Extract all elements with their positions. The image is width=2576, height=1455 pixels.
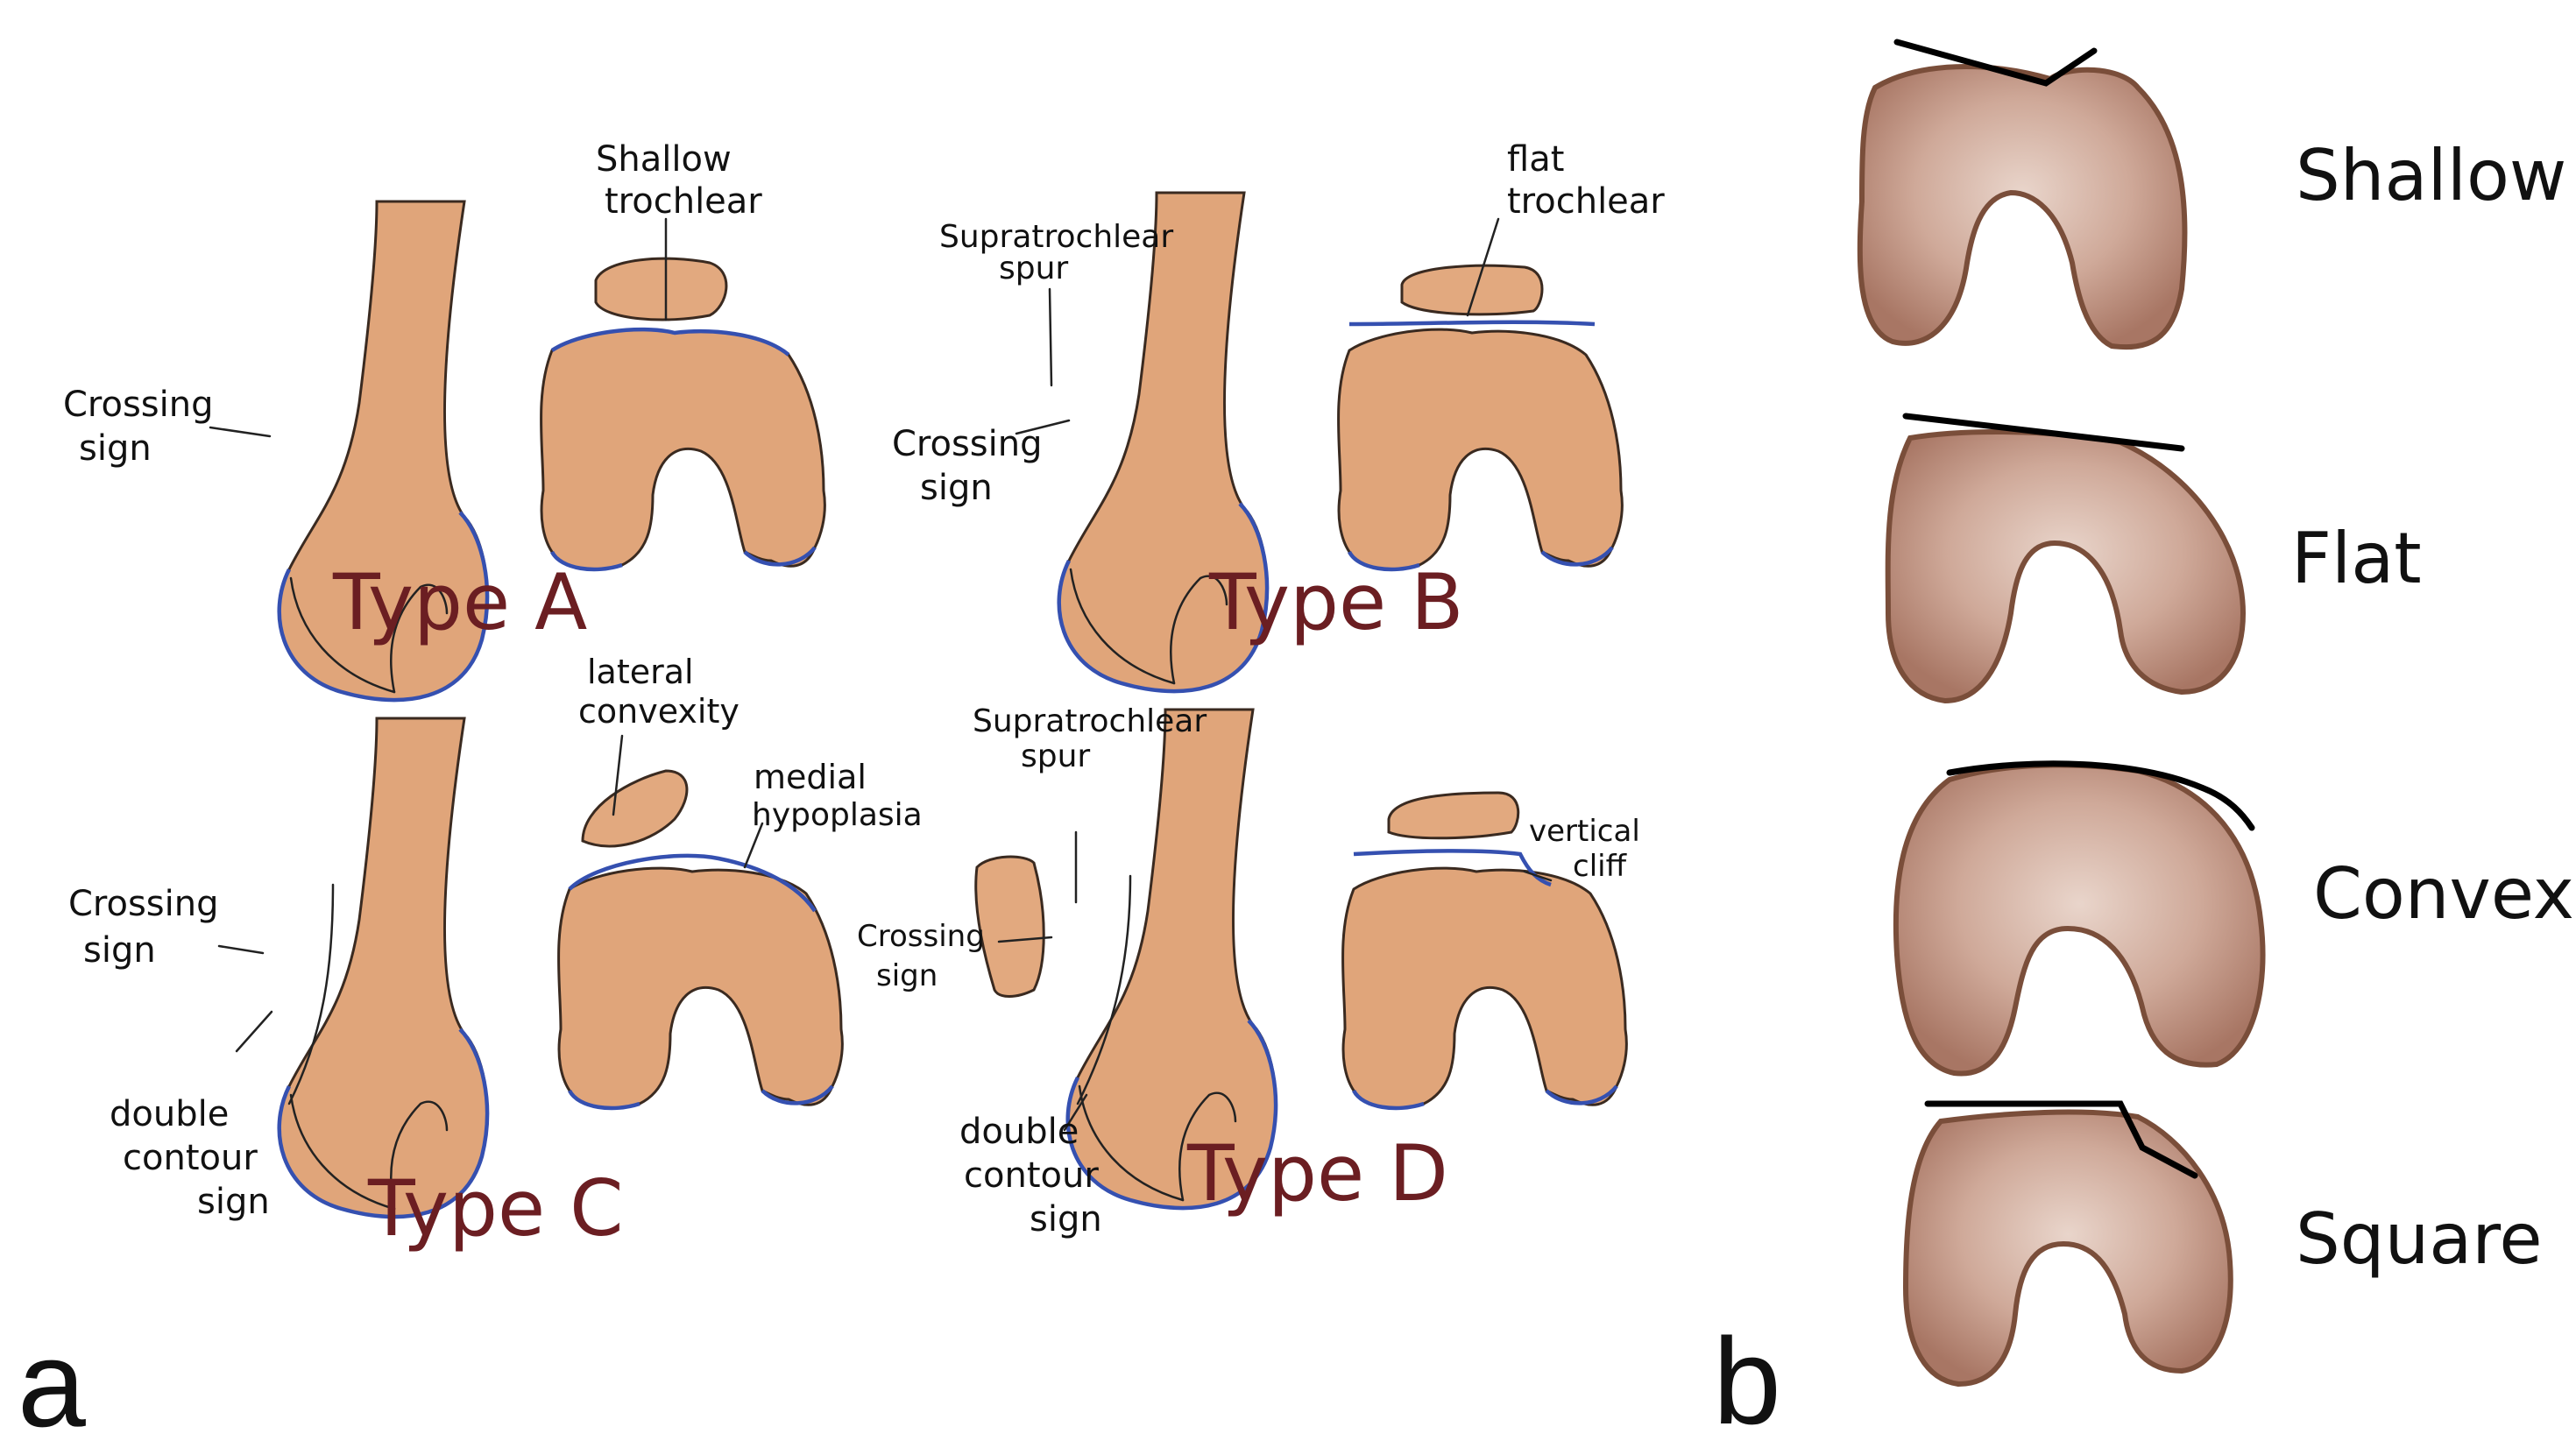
type-a-sign-label: sign [79,428,152,469]
type-b-crossing-label: Crossing [892,424,1043,464]
type-d-cliff-label: cliff [1573,849,1628,884]
shape-square [1902,1100,2233,1388]
type-d-crossing-label: Crossing [857,919,985,954]
type-b-supratrochlear-label: Supratrochlear [939,219,1173,255]
type-b-flat-label: flat [1507,139,1564,180]
type-a-trochlear-label: trochlear [605,181,762,222]
type-c-lateral-femur [280,718,487,1217]
type-c-sign2-label: sign [197,1182,270,1222]
panel-b-letter: b [1713,1312,1781,1450]
type-d-spur-label: spur [1021,738,1090,774]
type-d-title: Type D [1186,1128,1448,1218]
type-c-axial-femur [559,853,843,1108]
type-c-contour-label: contour [123,1138,258,1178]
type-b-trochlear-label: trochlear [1507,181,1665,222]
type-b-title: Type B [1208,557,1463,647]
type-c-lateral-label: lateral [587,653,694,691]
type-d-vertical-label: vertical [1529,814,1640,849]
type-d-sign-label: sign [876,958,938,993]
type-a-axial-femur [541,329,825,569]
type-d-group: Supratrochlear spur vertical cliff Cross… [857,703,1640,1240]
type-d-patella [1387,791,1520,840]
type-c-convexity-label: convexity [578,692,740,731]
shape-square-label: Square [2296,1198,2543,1280]
type-b-patella [1400,264,1544,316]
type-d-supratrochlear-label: Supratrochlear [973,703,1207,739]
type-d-axial-femur [1343,849,1627,1108]
type-b-spur-label: spur [999,251,1068,286]
type-c-group: lateral convexity medial hypoplasia Cros… [68,653,923,1254]
type-b-sign-label: sign [920,468,993,508]
type-c-double-label: double [110,1094,229,1134]
type-b-group: Supratrochlear spur flat trochlear Cross… [892,139,1665,691]
type-c-sign-label: sign [83,930,156,971]
type-a-shallow-label: Shallow [596,139,732,180]
shape-shallow [1857,39,2188,350]
type-a-patella [594,257,728,321]
type-d-double-label: double [959,1112,1079,1152]
type-a-crossing-label: Crossing [63,385,214,425]
type-d-sign2-label: sign [1030,1199,1102,1240]
shape-flat [1885,413,2247,704]
type-b-axial-femur [1339,320,1623,569]
type-c-medial-label: medial [754,758,867,796]
panel-b-group: Shallow Flat Convex Square [1857,39,2574,1388]
type-a-group: Crossing sign Shallow trochlear Type A [63,139,824,700]
type-d-patella-lateral [974,855,1045,998]
type-c-title: Type C [367,1163,624,1254]
shape-convex-label: Convex [2313,853,2574,935]
type-d-contour-label: contour [964,1155,1099,1196]
shape-flat-label: Flat [2291,518,2422,599]
type-c-crossing-label: Crossing [68,884,219,924]
shape-convex [1893,760,2266,1077]
panel-a-letter: a [18,1315,86,1452]
type-c-patella [581,769,689,848]
type-a-title: Type A [332,557,587,647]
type-c-hypoplasia-label: hypoplasia [752,797,923,833]
shape-shallow-label: Shallow [2296,135,2566,216]
